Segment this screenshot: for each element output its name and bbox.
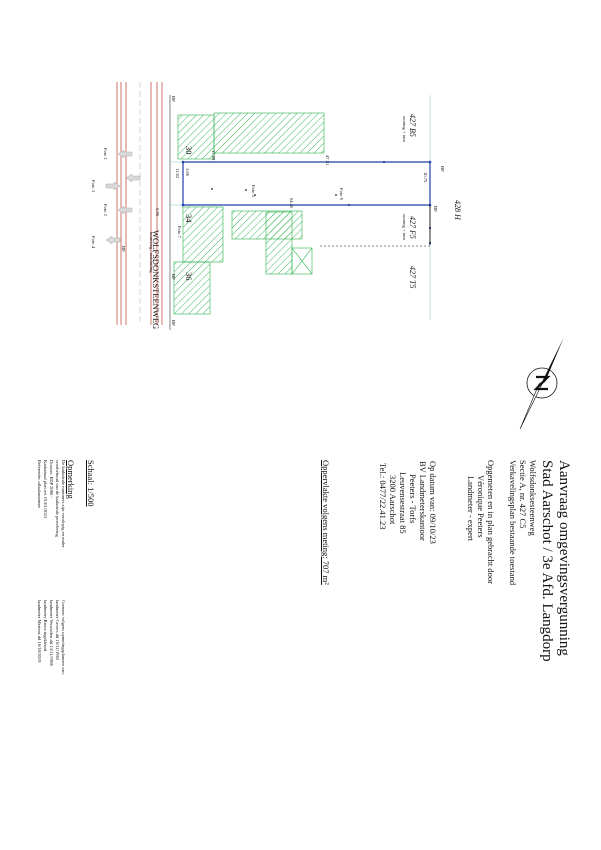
point-code: BP xyxy=(121,246,126,252)
surveyor-name: Véronique Peeters xyxy=(476,475,486,538)
parcel-label-f5: 427 F5 xyxy=(408,216,417,239)
measurement-label: 47.51 xyxy=(325,155,330,166)
measured-by: Opgemeten en in plan gebracht door xyxy=(486,460,496,584)
office-address: Leuvensestraat 85 xyxy=(398,472,408,534)
office-name: BV Landmeterskantoor xyxy=(418,461,428,541)
office-city: 3200 Aarschot xyxy=(388,475,398,525)
point-code: BP xyxy=(171,320,176,326)
measurement-label: 10.75 xyxy=(423,172,428,183)
title-line-2: Stad Aarschot / 3e Afd. Langdorp xyxy=(539,460,555,662)
measurement-label: 11.02 xyxy=(175,168,180,179)
scale-label: Schaal: 1/500 xyxy=(86,460,96,507)
street-name: Wolfsdonksesteenweg xyxy=(528,460,538,536)
point-code: BP xyxy=(433,206,438,212)
plan-type: Verkavelingsplan bestaande toestand xyxy=(508,460,518,586)
title-line-1: Aanvraag omgevingsvergunning xyxy=(556,460,572,656)
measurement-label: 5.95 xyxy=(155,208,160,217)
north-arrow-icon xyxy=(519,337,564,430)
boundary-markers xyxy=(181,160,432,245)
limits-line: landmeter Verwuilen dd 13/11/1986 xyxy=(49,600,54,666)
limits-line: landmeter Broos ingekleurd xyxy=(43,600,48,652)
measurement-label: 64.36 xyxy=(289,198,294,209)
parcel-sublabel-1: woning + tuin xyxy=(402,116,407,142)
point-code: BP xyxy=(171,96,176,102)
photo-label: Foto 5 xyxy=(251,185,256,197)
limits-line: Grenzen volgens opmetingsplannen van: xyxy=(61,600,66,675)
building-footprints xyxy=(173,112,325,315)
point-code: BP xyxy=(171,274,176,280)
road-lines xyxy=(116,82,163,325)
house-number-30: 30 xyxy=(184,146,194,155)
measurement-label: 17.09 xyxy=(211,150,216,161)
parcel-sublabel-2: woning + tuin xyxy=(402,214,407,240)
remark-line: voorbehoud van de kadastrale percelering xyxy=(55,460,60,537)
limits-line: landmeter Mertens dd 16/10/2019 xyxy=(37,600,42,663)
measurement-label: 3.06 xyxy=(185,168,190,177)
parcel-label-b5: 427 B5 xyxy=(408,114,417,137)
photo-label: Foto 7 xyxy=(177,226,182,238)
area-measurement: Oppervlakte volgens meting: 707 m² xyxy=(321,460,331,585)
date-line: Op datum van: 09/10/23 xyxy=(428,461,438,544)
parcel-label-428h: 428 H xyxy=(453,200,462,220)
photo-arrows xyxy=(105,149,141,245)
office-partners: Peeters - Torfs xyxy=(408,474,418,524)
photo-label: Foto 4 xyxy=(91,236,96,248)
remark-heading: Opmerking xyxy=(66,460,76,499)
surveyor-title: Landmeter - expert xyxy=(466,476,476,542)
photo-markers xyxy=(211,188,337,196)
road-sublabel: buurtweg / ontsluiting xyxy=(149,232,154,273)
remark-line: Referentie: aflaaknummer xyxy=(37,460,42,509)
parcel-boundary xyxy=(182,161,431,206)
section-number: Sectie A, nr. 427 C5 xyxy=(518,460,528,529)
house-number-36: 36 xyxy=(184,272,194,281)
remark-line: De kadastrale nummers zijn voorlopig en … xyxy=(61,460,66,548)
photo-label: Foto 2 xyxy=(103,204,108,216)
photo-label: Foto 3 xyxy=(91,180,96,192)
house-number-34: 34 xyxy=(184,214,194,223)
office-phone: Tel.: 0477/22.41.23 xyxy=(378,463,388,530)
remark-line: Dossier: EDP 2006 - xyxy=(49,460,54,498)
remark-line: Kadastraal plan ref. 01/01/2023 xyxy=(43,460,48,519)
point-code: BP xyxy=(440,166,445,172)
parcel-label-t5: 427 T5 xyxy=(408,266,417,289)
photo-label: Foto 1 xyxy=(103,148,108,160)
limits-line: landmeter Gevers dd 16/11/1962 xyxy=(55,600,60,661)
photo-label: Foto 6 xyxy=(339,188,344,200)
